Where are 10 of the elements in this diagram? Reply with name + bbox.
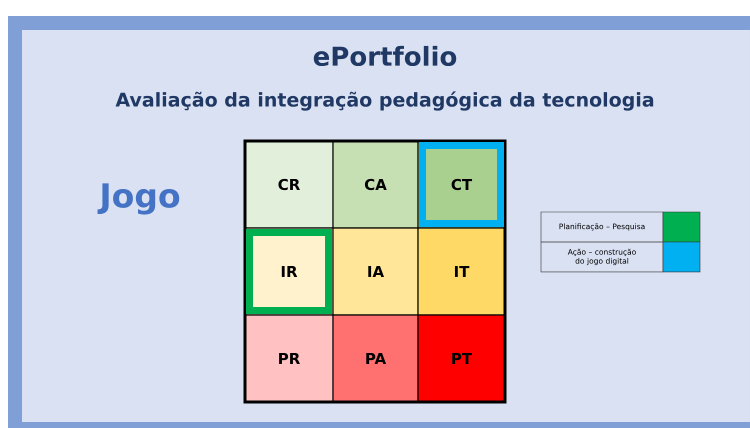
grid-cell: IT xyxy=(417,227,506,316)
grid-cell: PA xyxy=(332,314,419,403)
grid-cell: PT xyxy=(417,314,506,403)
subtitle: Avaliação da integração pedagógica da tecnologia xyxy=(116,91,654,111)
grid-cell: CR xyxy=(244,140,334,229)
grid-cell: CA xyxy=(332,140,419,229)
grid-cell: IA xyxy=(332,227,419,316)
side-heading: Jogo xyxy=(98,183,180,215)
title: ePortfolio xyxy=(314,46,456,66)
grid-cell: PR xyxy=(244,314,334,403)
